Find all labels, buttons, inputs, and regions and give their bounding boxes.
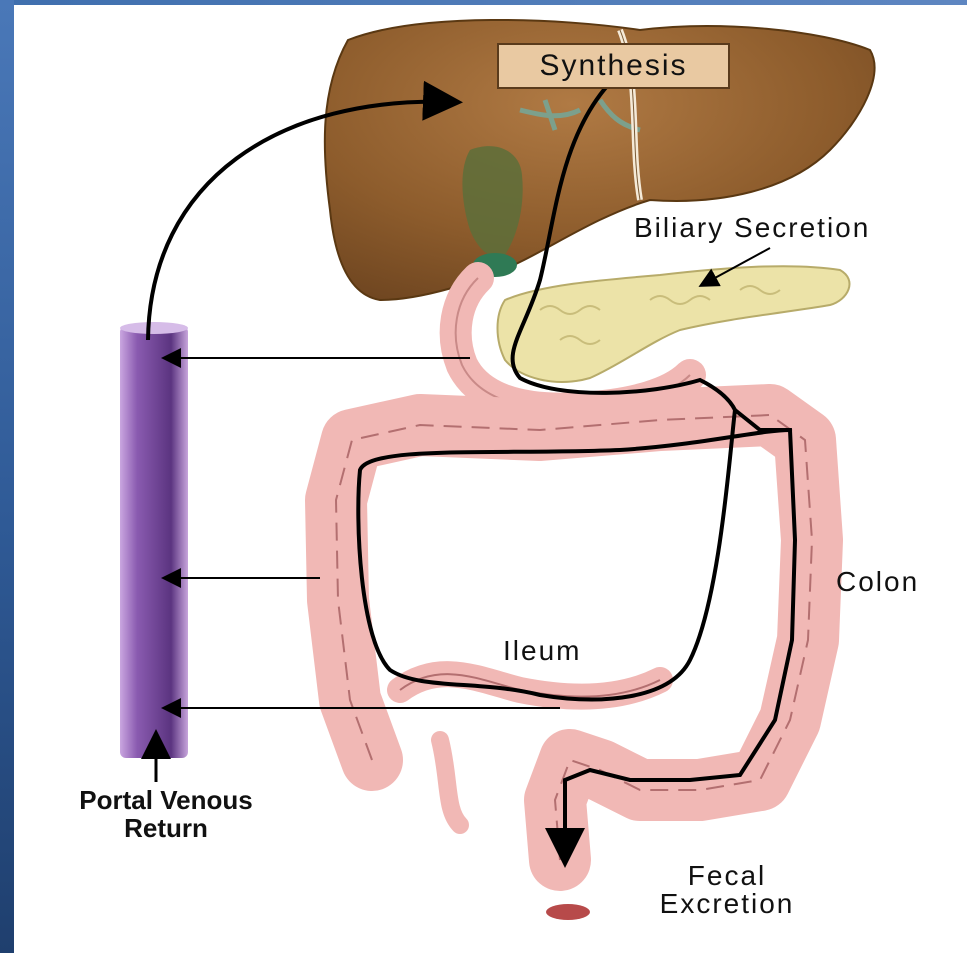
biliary-secretion-label: Biliary Secretion bbox=[634, 214, 870, 242]
appendix bbox=[440, 740, 460, 825]
pancreas bbox=[498, 266, 850, 382]
portal-vein bbox=[120, 326, 188, 758]
fecal-label-line2: Excretion bbox=[622, 890, 832, 918]
ileum-label: Ileum bbox=[503, 637, 581, 665]
fecal-label-line1: Fecal bbox=[622, 862, 832, 890]
synthesis-label: Synthesis bbox=[497, 43, 730, 89]
anus bbox=[546, 904, 590, 920]
portal-label-line2: Return bbox=[16, 814, 316, 842]
colon-label: Colon bbox=[836, 568, 919, 596]
fecal-excretion-label: Fecal Excretion bbox=[622, 862, 832, 918]
portal-venous-return-label: Portal Venous Return bbox=[16, 786, 316, 842]
portal-label-line1: Portal Venous bbox=[16, 786, 316, 814]
